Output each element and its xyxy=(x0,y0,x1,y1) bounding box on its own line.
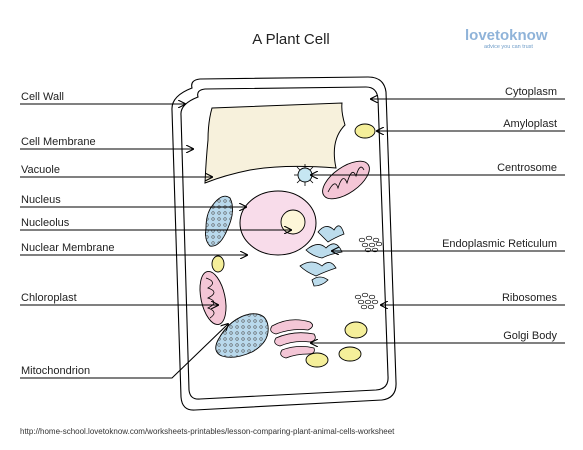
amyloplast xyxy=(305,352,329,368)
label-cell-wall: Cell Wall xyxy=(21,91,64,103)
amyloplast xyxy=(338,346,362,362)
nucleus xyxy=(239,190,317,256)
label-endoplasmic-reticulum: Endoplasmic Reticulum xyxy=(442,238,557,250)
cell-wall xyxy=(171,76,397,411)
label-chloroplast: Chloroplast xyxy=(21,292,77,304)
ribosome-cluster xyxy=(354,292,379,310)
label-golgi-body: Golgi Body xyxy=(503,330,557,342)
golgi-body xyxy=(270,319,316,359)
label-amyloplast: Amyloplast xyxy=(503,118,557,130)
mitochondrion xyxy=(199,271,227,325)
endoplasmic-reticulum xyxy=(299,225,345,287)
label-nucleolus: Nucleolus xyxy=(21,217,70,229)
amyloplast xyxy=(211,255,225,273)
mitochondrion xyxy=(322,160,370,200)
chloroplast-thylakoids xyxy=(215,313,269,358)
label-ribosomes: Ribosomes xyxy=(502,292,558,304)
label-vacuole: Vacuole xyxy=(21,164,60,176)
vacuole xyxy=(204,102,346,184)
label-nucleus: Nucleus xyxy=(21,194,61,206)
lovetoknow-logo: lovetoknow advice you can trust xyxy=(465,27,548,50)
chloroplast-thylakoids xyxy=(205,196,233,247)
logo-text: lovetoknow xyxy=(465,27,548,44)
label-cell-membrane: Cell Membrane xyxy=(21,136,96,148)
label-nuclear-membrane: Nuclear Membrane xyxy=(21,242,115,254)
label-cytoplasm: Cytoplasm xyxy=(505,86,557,98)
ribosome-cluster xyxy=(358,235,383,253)
diagram-title: A Plant Cell xyxy=(252,31,330,48)
label-centrosome: Centrosome xyxy=(497,162,557,174)
logo-tagline: advice you can trust xyxy=(484,44,533,50)
cell-membrane xyxy=(180,86,389,400)
footer-url: http://home-school.lovetoknow.com/worksh… xyxy=(20,427,395,436)
amyloplast xyxy=(344,321,368,339)
amyloplast xyxy=(354,123,376,139)
label-mitochondrion: Mitochondrion xyxy=(21,365,90,377)
label-lines xyxy=(20,99,565,379)
centrosome xyxy=(294,164,316,186)
